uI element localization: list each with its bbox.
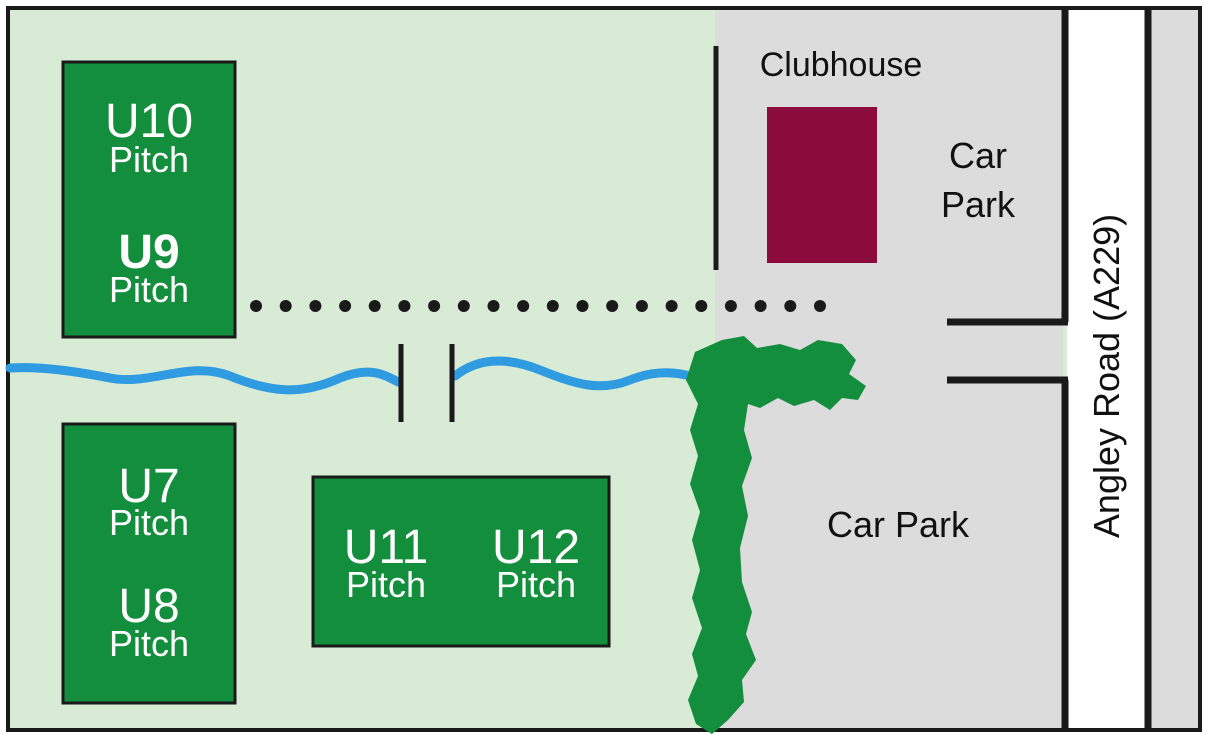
footpath-dot [339,300,352,312]
river-east [450,356,695,391]
pitch-label-u9: Pitch [109,269,189,310]
footpath-dot [398,300,411,312]
footpath-dot [487,300,500,312]
footpath-dot [279,300,292,312]
angley-road [1067,10,1147,728]
hedge [686,336,866,734]
footpath-dot [576,300,589,312]
car-park-top-label-line1: Car [949,135,1007,176]
pitch-u11-u12 [311,475,611,648]
footpath-dot [457,300,470,312]
pitch-label-u8: Pitch [109,623,189,664]
pitch-label-u11: Pitch [346,564,426,605]
car-park-top-label-line2: Park [941,184,1016,225]
pitch-u10-u9 [61,60,237,339]
pitch-code-u12: U12 [492,521,580,574]
roadside-verge [1150,10,1198,728]
footpath-dot [428,300,441,312]
footpath-dot [724,300,737,312]
pitch-label-u12: Pitch [496,564,576,605]
footpath-dot [517,300,530,312]
clubhouse-building [767,107,877,263]
footpath-dot [665,300,678,312]
road-label: Angley Road (A229) [1086,214,1127,538]
pitch-u7-u8 [61,422,237,705]
footpath-dot [250,300,262,312]
car-park-bottom-label: Car Park [827,504,970,545]
footpath-dot [695,300,708,312]
footpath-dot [814,300,826,312]
pitch-code-u11: U11 [344,521,429,574]
footpath-dot [606,300,619,312]
pitch-code-u7: U7 [118,460,179,513]
dotted-footpath [250,300,826,312]
footpath-dot [784,300,797,312]
footpath-dot [754,300,767,312]
river-west [5,363,403,395]
clubhouse-label: Clubhouse [760,46,923,84]
footpath-dot [368,300,381,312]
pitch-label-u7: Pitch [109,502,189,543]
pitch-code-u10: U10 [105,95,193,148]
footpath-dot [635,300,648,312]
pitch-code-u8: U8 [118,580,179,633]
footpath-dot [546,300,559,312]
pitch-label-u10: Pitch [109,139,189,180]
pitch-code-u9: U9 [118,226,179,279]
footpath-dot [309,300,322,312]
